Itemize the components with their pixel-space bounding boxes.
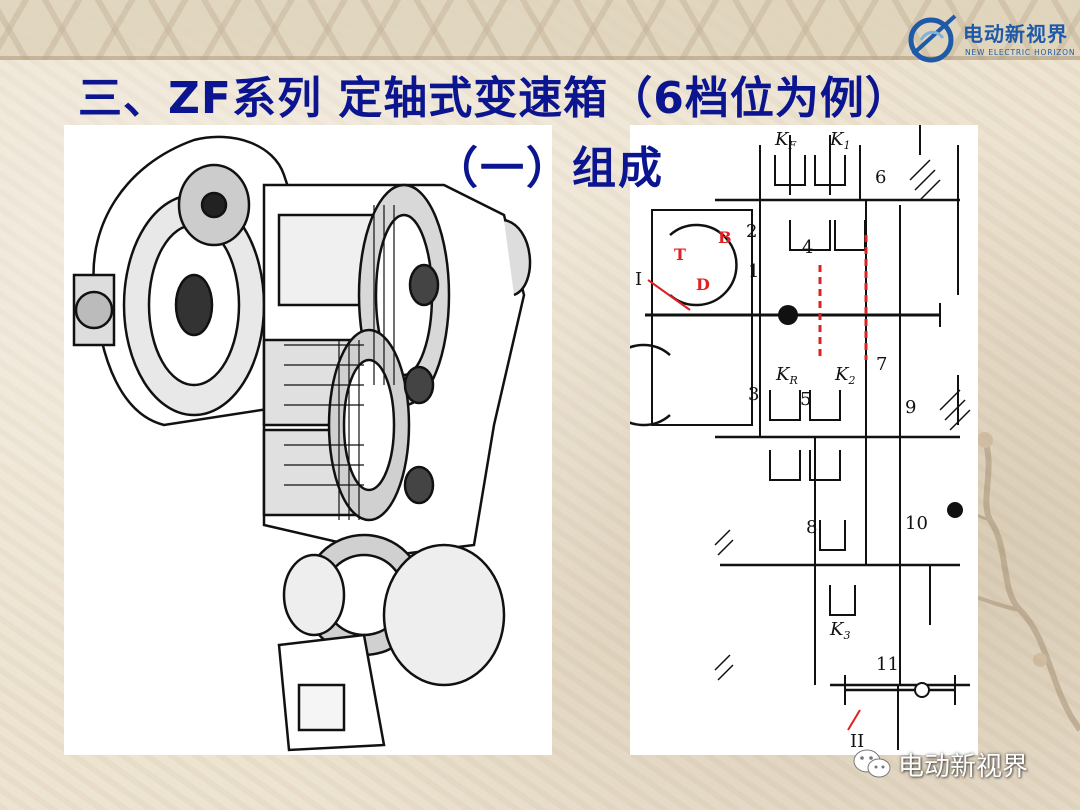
label-3: 3 <box>748 384 759 405</box>
slide-title: 三、ZF系列 定轴式变速箱（6档位为例） <box>78 73 910 124</box>
label-9: 9 <box>905 397 916 418</box>
brand-name: 电动新视界 <box>963 22 1068 46</box>
label-7: 7 <box>876 354 887 375</box>
label-6: 6 <box>875 167 886 188</box>
label-kf: KF <box>774 129 796 152</box>
label-k1: K1 <box>829 129 850 152</box>
label-output: II <box>850 731 864 752</box>
label-5: 5 <box>800 389 811 410</box>
wechat-icon <box>853 749 891 778</box>
label-11: 11 <box>876 654 899 675</box>
transmission-schematic: KF K1 6 2 4 1 I KR K2 7 3 5 9 8 10 K3 11… <box>602 125 978 755</box>
brand-emblem-icon <box>908 14 957 63</box>
brand-logo: 电动新视界 NEW ELECTRIC HORIZON <box>905 10 1075 70</box>
gearbox-cutaway-drawing <box>72 135 532 752</box>
brand-tagline: NEW ELECTRIC HORIZON <box>965 48 1076 57</box>
decorative-top-border <box>0 0 1080 60</box>
label-b: B <box>718 228 732 247</box>
label-kr: KR <box>775 364 798 387</box>
label-k2: K2 <box>834 364 855 387</box>
slide-subtitle: （一）组成 <box>434 143 664 194</box>
wechat-watermark: 电动新视界 <box>852 744 1062 784</box>
gearbox-cutaway-illustration <box>64 125 552 755</box>
transmission-schematic-drawing: KF K1 6 2 4 1 I KR K2 7 3 5 9 8 10 K3 11… <box>602 125 971 752</box>
watermark-text: 电动新视界 <box>898 752 1029 782</box>
label-k3: K3 <box>829 619 850 642</box>
label-input: I <box>635 269 642 290</box>
label-t: T <box>674 245 686 264</box>
label-10: 10 <box>905 513 928 534</box>
label-1: 1 <box>748 261 759 282</box>
label-8: 8 <box>806 517 817 538</box>
label-d: D <box>696 275 710 294</box>
label-4: 4 <box>802 237 813 258</box>
label-2: 2 <box>746 221 757 242</box>
